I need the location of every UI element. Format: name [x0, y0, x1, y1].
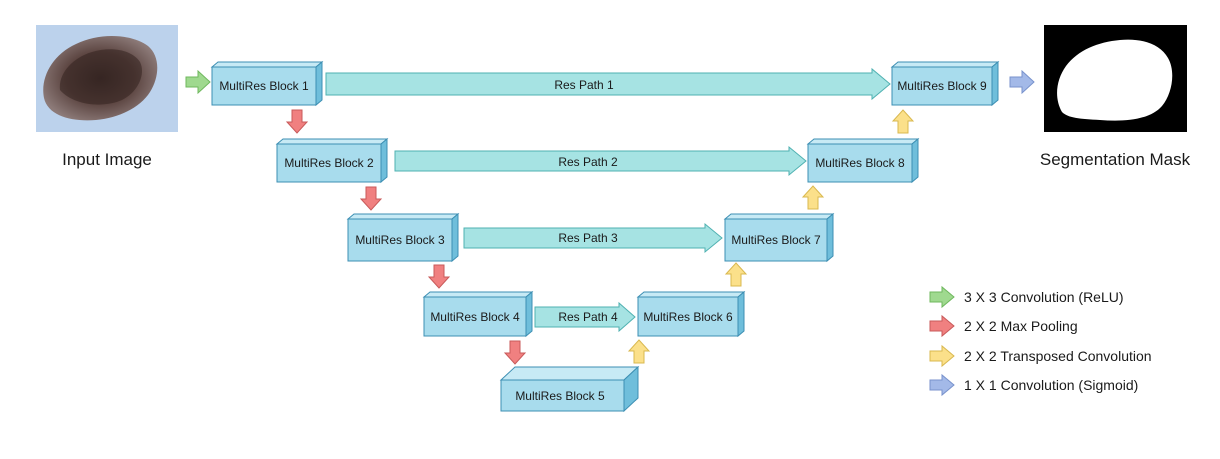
- red-arrow-icon: [503, 340, 527, 365]
- multires-block-4: MultiRes Block 4: [422, 290, 534, 338]
- yellow-arrow-icon: [801, 185, 825, 210]
- multires-block-6: MultiRes Block 6: [636, 290, 746, 338]
- multires-block-8-label: MultiRes Block 8: [815, 156, 905, 170]
- multires-block-2: MultiRes Block 2: [275, 137, 389, 184]
- blue-arrow-icon: [929, 373, 955, 397]
- legend-item: 1 X 1 Convolution (Sigmoid): [929, 373, 1138, 397]
- res-path-4-label: Res Path 4: [558, 310, 618, 324]
- multires-block-3-label: MultiRes Block 3: [355, 233, 445, 247]
- multires-block-5: MultiRes Block 5: [499, 365, 640, 413]
- segmentation-mask-caption: Segmentation Mask: [1040, 150, 1191, 169]
- blue-arrow-icon: [1009, 69, 1035, 95]
- res-path-3-label: Res Path 3: [558, 231, 618, 245]
- res-path-2-label: Res Path 2: [558, 155, 618, 169]
- multires-block-8: MultiRes Block 8: [806, 137, 920, 184]
- red-arrow-icon: [929, 314, 955, 338]
- yellow-arrow-icon: [929, 344, 955, 368]
- legend-label: 2 X 2 Max Pooling: [964, 318, 1078, 334]
- legend-label: 3 X 3 Convolution (ReLU): [964, 289, 1124, 305]
- multires-block-9: MultiRes Block 9: [890, 60, 1000, 107]
- multires-block-1: MultiRes Block 1: [210, 60, 324, 107]
- red-arrow-icon: [359, 186, 383, 211]
- multires-block-4-label: MultiRes Block 4: [430, 310, 520, 324]
- red-arrow-icon: [427, 264, 451, 289]
- legend-item: 2 X 2 Max Pooling: [929, 314, 1078, 338]
- res-path-4: Res Path 4: [534, 301, 636, 333]
- multires-block-3: MultiRes Block 3: [346, 212, 460, 263]
- legend-item: 2 X 2 Transposed Convolution: [929, 344, 1152, 368]
- legend: 3 X 3 Convolution (ReLU) 2 X 2 Max Pooli…: [929, 285, 1152, 397]
- multires-block-2-label: MultiRes Block 2: [284, 156, 374, 170]
- res-path-3: Res Path 3: [463, 222, 723, 254]
- multires-block-6-label: MultiRes Block 6: [643, 310, 733, 324]
- yellow-arrow-icon: [724, 262, 748, 287]
- segmentation-mask: [1044, 25, 1187, 132]
- yellow-arrow-icon: [627, 339, 651, 364]
- input-image: [36, 25, 178, 132]
- multires-block-5-label: MultiRes Block 5: [515, 389, 605, 403]
- legend-label: 1 X 1 Convolution (Sigmoid): [964, 377, 1138, 393]
- multires-block-9-label: MultiRes Block 9: [897, 79, 987, 93]
- red-arrow-icon: [285, 109, 309, 134]
- green-arrow-icon: [185, 69, 211, 95]
- res-path-1-label: Res Path 1: [554, 78, 614, 92]
- yellow-arrow-icon: [891, 109, 915, 134]
- multires-block-7-label: MultiRes Block 7: [731, 233, 821, 247]
- multires-block-7: MultiRes Block 7: [723, 212, 835, 263]
- legend-item: 3 X 3 Convolution (ReLU): [929, 285, 1124, 309]
- res-path-1: Res Path 1: [325, 67, 891, 101]
- legend-label: 2 X 2 Transposed Convolution: [964, 348, 1152, 364]
- input-image-caption: Input Image: [62, 150, 152, 169]
- multires-block-1-label: MultiRes Block 1: [219, 79, 309, 93]
- res-path-2: Res Path 2: [394, 145, 807, 177]
- green-arrow-icon: [929, 285, 955, 309]
